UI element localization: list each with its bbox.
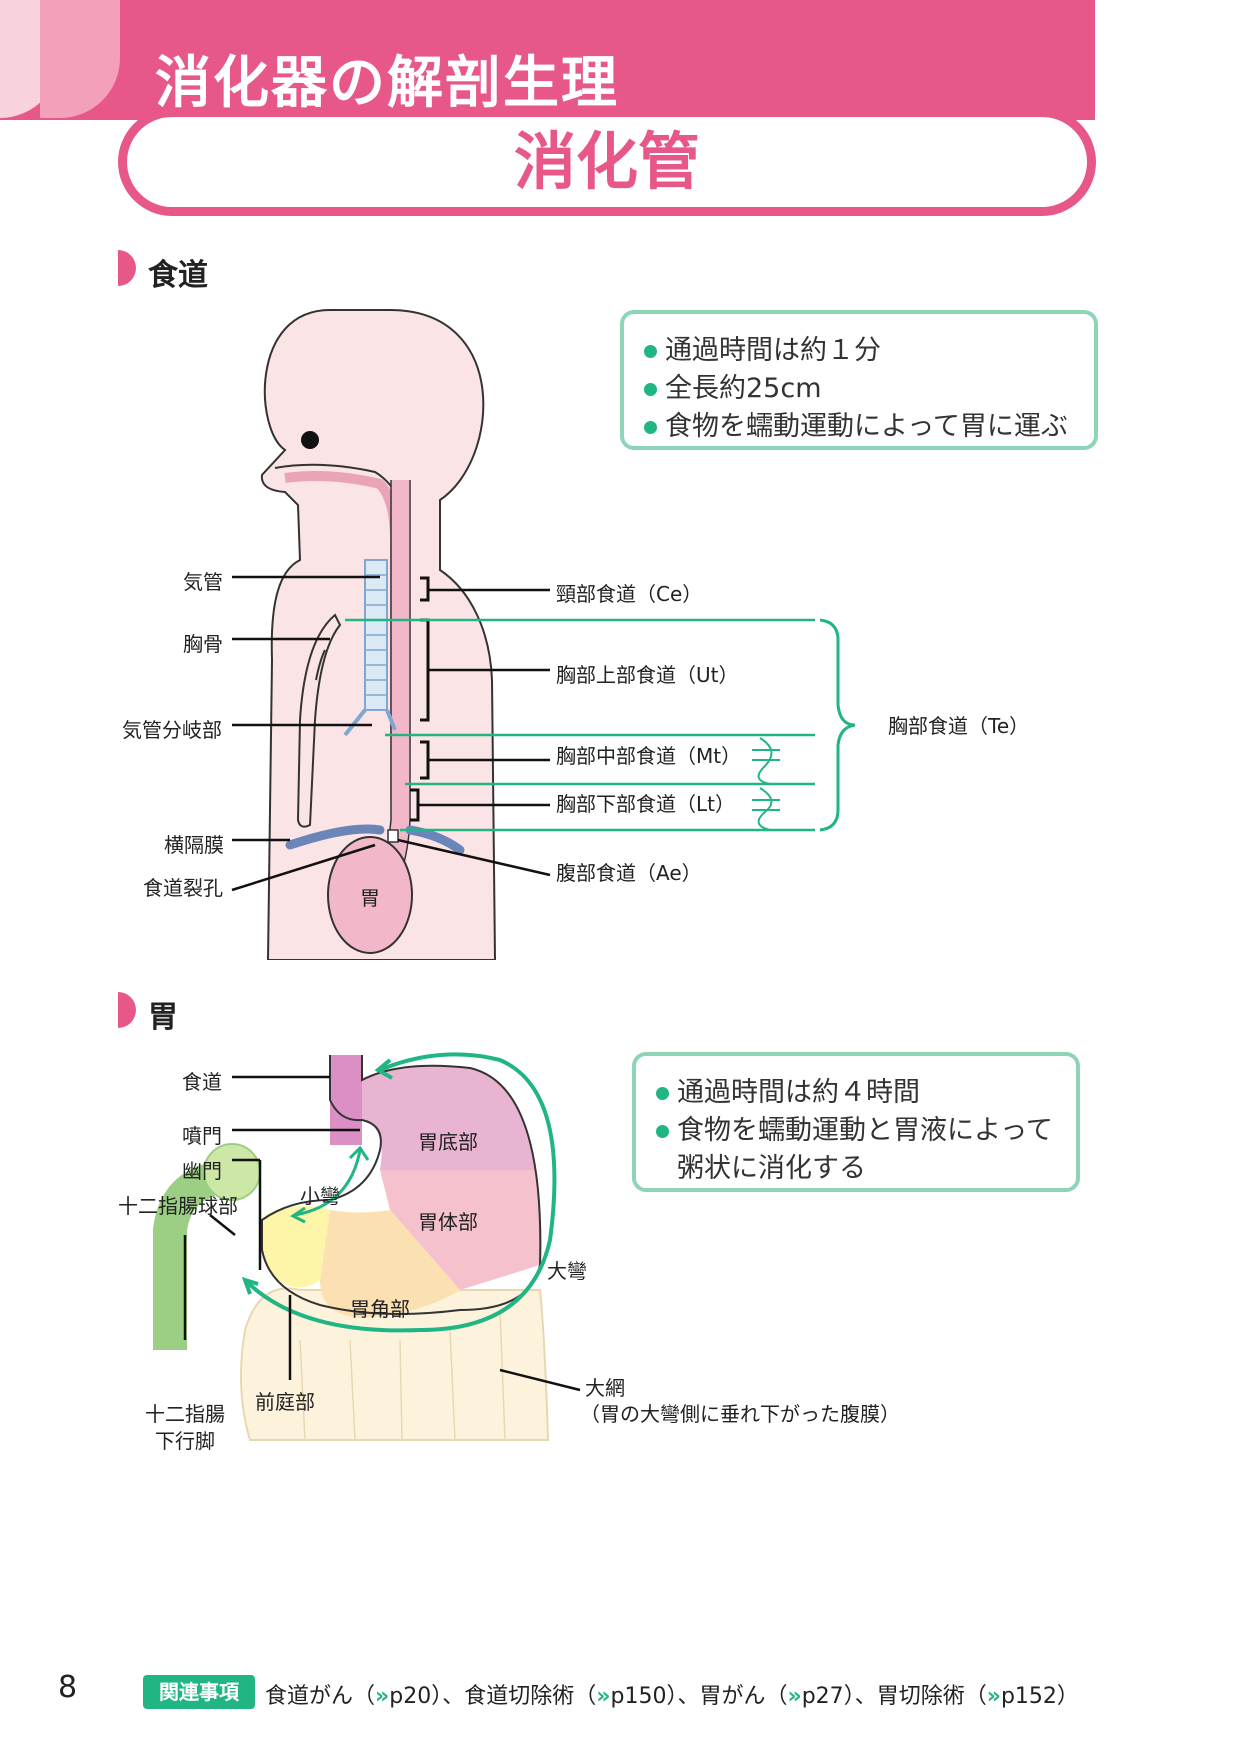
info-point: 食物を蠕動運動によって胃に運ぶ <box>644 404 1068 443</box>
related-page-link[interactable]: p152 <box>1000 1684 1057 1709</box>
section-title-stomach: 胃 <box>148 1000 178 1035</box>
chevron-right-icon: » <box>375 1684 390 1709</box>
label-middle-thoracic: 胸部中部食道（Mt） <box>556 744 742 768</box>
related-topic: 食道がん <box>265 1684 354 1709</box>
esophagus-illustration <box>231 309 856 960</box>
label-duodenal-bulb: 十二指腸球部 <box>118 1194 238 1218</box>
label-duodenum-descending-1: 十二指腸 <box>145 1402 225 1426</box>
label-thoracic-esophagus-group: 胸部食道（Te） <box>888 714 1030 738</box>
subtitle-box: 消化管 <box>118 108 1096 216</box>
label-upper-thoracic: 胸部上部食道（Ut） <box>556 663 739 687</box>
label-omentum-note: （胃の大彎側に垂れ下がった腹膜） <box>580 1402 900 1426</box>
label-lesser-curvature: 小彎 <box>300 1184 340 1208</box>
label-cardia: 噴門 <box>182 1124 222 1148</box>
label-esophagus: 食道 <box>182 1070 222 1094</box>
related-topic: 胃切除術 <box>876 1684 965 1709</box>
label-sternum: 胸骨 <box>183 632 223 656</box>
bullet-icon <box>656 1087 669 1100</box>
section-marker-icon <box>118 992 136 1028</box>
section-marker-icon <box>118 250 136 286</box>
label-esophageal-hiatus: 食道裂孔 <box>143 876 223 900</box>
related-topics: 食道がん（»p20）、食道切除術（»p150）、胃がん（»p27）、胃切除術（»… <box>265 1684 1079 1709</box>
label-cervical-esophagus: 頸部食道（Ce） <box>556 582 703 606</box>
info-point: 食物を蠕動運動と胃液によって <box>656 1108 1053 1147</box>
related-page-link[interactable]: p150 <box>610 1684 667 1709</box>
label-trachea: 気管 <box>183 570 223 594</box>
label-abdominal-esophagus: 腹部食道（Ae） <box>556 861 702 885</box>
label-pylorus: 幽門 <box>182 1159 222 1183</box>
related-page-link[interactable]: p20 <box>389 1684 432 1709</box>
info-point: 通過時間は約１分 <box>644 328 881 367</box>
label-greater-curvature: 大彎 <box>547 1259 587 1283</box>
section-title-esophagus: 食道 <box>148 258 208 293</box>
stomach-illustration <box>153 1052 581 1441</box>
label-angular: 胃角部 <box>350 1297 410 1321</box>
bullet-icon <box>644 421 657 434</box>
info-point: 通過時間は約４時間 <box>656 1070 920 1109</box>
related-topic: 胃がん <box>699 1684 766 1709</box>
label-lower-thoracic: 胸部下部食道（Lt） <box>556 792 735 816</box>
label-stomach-inner: 胃 <box>360 886 380 910</box>
chevron-right-icon: » <box>986 1684 1001 1709</box>
label-diaphragm: 横隔膜 <box>164 833 224 857</box>
chevron-right-icon: » <box>787 1684 802 1709</box>
related-badge: 関連事項 <box>143 1675 255 1709</box>
label-body: 胃体部 <box>418 1210 478 1234</box>
info-point-continued: 粥状に消化する <box>677 1153 866 1184</box>
esophagus-info-box: 通過時間は約１分 全長約25cm 食物を蠕動運動によって胃に運ぶ <box>620 310 1098 450</box>
label-fundus: 胃底部 <box>418 1130 478 1154</box>
bullet-icon <box>656 1125 669 1138</box>
label-antrum: 前庭部 <box>255 1390 315 1414</box>
chevron-right-icon: » <box>596 1684 611 1709</box>
related-page-link[interactable]: p27 <box>801 1684 844 1709</box>
stomach-info-box: 通過時間は約４時間 食物を蠕動運動と胃液によって 粥状に消化する <box>632 1052 1080 1192</box>
label-tracheal-bifurcation: 気管分岐部 <box>122 718 222 742</box>
label-omentum: 大網 <box>585 1376 625 1400</box>
bullet-icon <box>644 383 657 396</box>
page-subtitle: 消化管 <box>513 125 700 198</box>
chapter-title: 消化器の解剖生理 <box>155 51 619 116</box>
info-point: 全長約25cm <box>644 366 822 405</box>
page-number: 8 <box>58 1670 78 1705</box>
bullet-icon <box>644 345 657 358</box>
label-duodenum-descending-2: 下行脚 <box>155 1429 215 1453</box>
related-topic: 食道切除術 <box>464 1684 575 1709</box>
header-band <box>0 0 1095 120</box>
